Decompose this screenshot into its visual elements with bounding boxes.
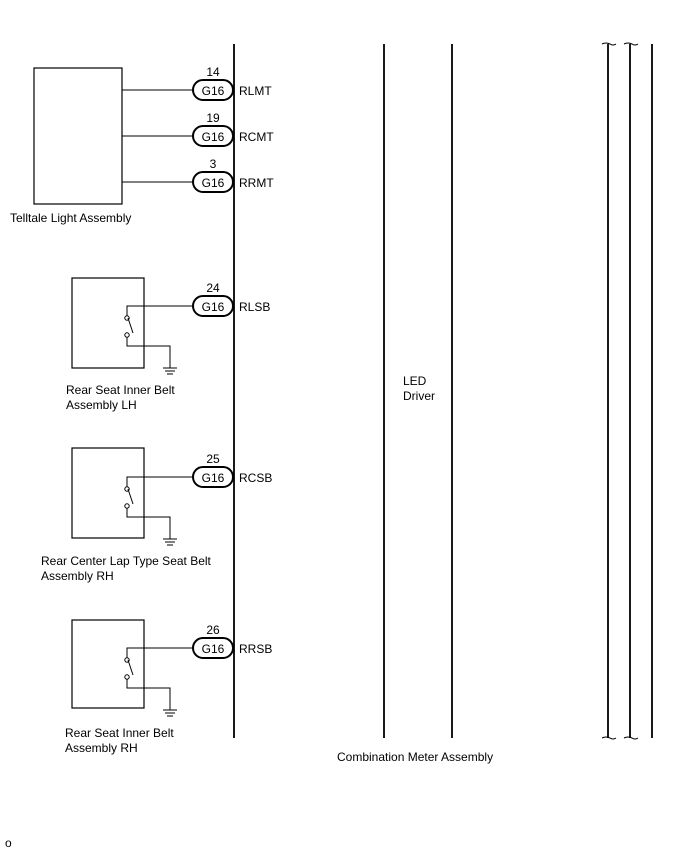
connector-code: G16 xyxy=(202,471,225,485)
pin-number: 14 xyxy=(206,65,220,79)
pin-number: 25 xyxy=(206,452,220,466)
belt-rh-label-line2: Assembly RH xyxy=(65,741,138,755)
signal-name: RCMT xyxy=(239,130,274,144)
belt-center-label-line2: Assembly RH xyxy=(41,569,114,583)
pin-number: 19 xyxy=(206,111,220,125)
pin-number: 26 xyxy=(206,623,220,637)
break-mark-bottom-1 xyxy=(601,736,617,740)
belt-rh-label-line1: Rear Seat Inner Belt xyxy=(65,726,174,740)
telltale-light-assembly-box xyxy=(33,67,123,205)
rear-seat-inner-belt-rh: Rear Seat Inner Belt Assembly RH xyxy=(65,619,194,755)
connector-code: G16 xyxy=(202,176,225,190)
connector-code: G16 xyxy=(202,84,225,98)
pin-number: 3 xyxy=(210,157,217,171)
led-driver-label-line2: Driver xyxy=(403,389,435,403)
break-mark-top-2 xyxy=(623,42,639,46)
connector-code: G16 xyxy=(202,642,225,656)
connector-g16-rlsb: G16 24 RLSB xyxy=(192,281,270,317)
signal-name: RLMT xyxy=(239,84,272,98)
signal-name: RLSB xyxy=(239,300,270,314)
belt-center-label-line1: Rear Center Lap Type Seat Belt xyxy=(41,554,212,568)
break-mark-bottom-2 xyxy=(623,736,639,740)
connector-g16-rrmt: G16 3 RRMT xyxy=(192,157,274,193)
belt-lh-label-line1: Rear Seat Inner Belt xyxy=(66,383,175,397)
rear-seat-inner-belt-lh: Rear Seat Inner Belt Assembly LH xyxy=(66,277,194,412)
telltale-label: Telltale Light Assembly xyxy=(10,211,131,225)
connector-g16-rlmt: G16 14 RLMT xyxy=(192,65,272,101)
rear-center-lap-belt: Rear Center Lap Type Seat Belt Assembly … xyxy=(41,447,212,583)
belt-lh-label-line2: Assembly LH xyxy=(66,398,137,412)
break-mark-top-1 xyxy=(601,42,617,46)
corner-mark: o xyxy=(5,836,12,850)
connector-g16-rcsb: G16 25 RCSB xyxy=(192,452,272,488)
signal-name: RRMT xyxy=(239,176,274,190)
signal-name: RCSB xyxy=(239,471,272,485)
connector-g16-rcmt: G16 19 RCMT xyxy=(192,111,274,147)
connector-g16-rrsb: G16 26 RRSB xyxy=(192,623,272,659)
connector-code: G16 xyxy=(202,300,225,314)
connector-code: G16 xyxy=(202,130,225,144)
combination-meter-label: Combination Meter Assembly xyxy=(337,750,493,764)
pin-number: 24 xyxy=(206,281,220,295)
signal-name: RRSB xyxy=(239,642,272,656)
led-driver-label-line1: LED xyxy=(403,374,427,388)
